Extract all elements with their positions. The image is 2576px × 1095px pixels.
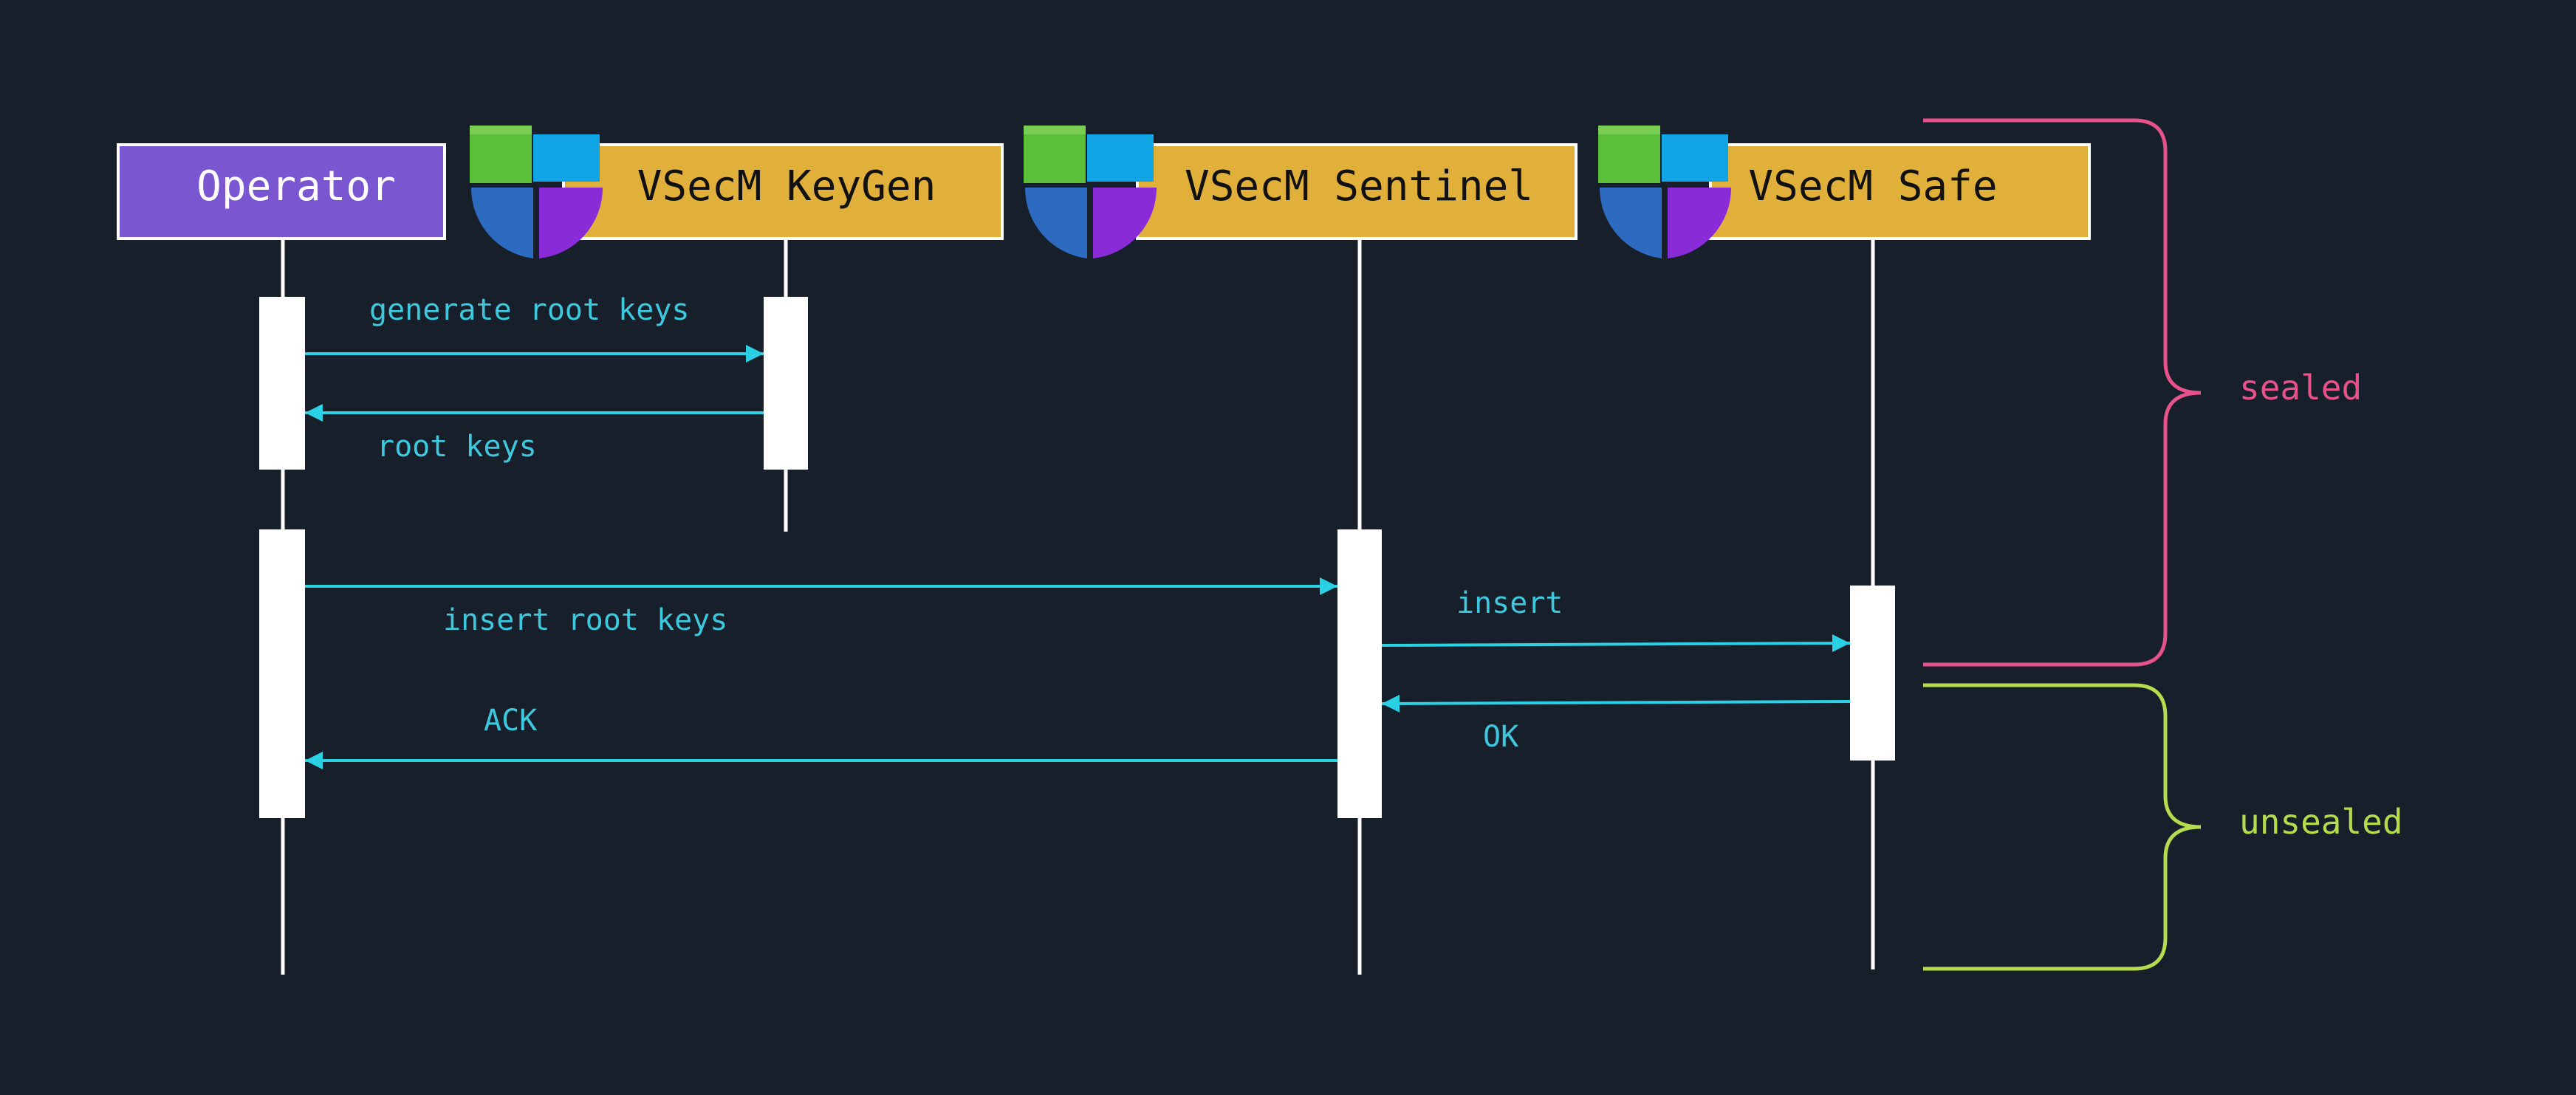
participant-safe: VSecM Safe — [1709, 143, 2091, 240]
vsecm-logo-icon — [1598, 126, 1732, 258]
sealed-brace — [1923, 118, 2202, 667]
message-arrow-ok — [1381, 694, 1851, 713]
message-label-ok: OK — [1483, 720, 1518, 754]
activation-operator-1 — [259, 297, 305, 470]
message-label-ack: ACK — [484, 704, 537, 738]
message-label-insert: insert — [1456, 586, 1563, 620]
participant-keygen-label: VSecM KeyGen — [637, 162, 936, 210]
activation-safe-1 — [1850, 586, 1895, 761]
participant-safe-label: VSecM Safe — [1748, 162, 1997, 210]
sealed-label: sealed — [2239, 368, 2362, 408]
participant-keygen: VSecM KeyGen — [562, 143, 1004, 240]
vsecm-logo-icon — [470, 126, 603, 258]
participant-sentinel: VSecM Sentinel — [1136, 143, 1578, 240]
message-label-root-keys: root keys — [377, 430, 537, 464]
participant-sentinel-label: VSecM Sentinel — [1185, 162, 1533, 210]
message-label-insert-root-keys: insert root keys — [443, 603, 727, 637]
participant-operator-label: Operator — [196, 162, 396, 210]
unsealed-brace — [1923, 683, 2202, 971]
message-arrow-insert — [1381, 634, 1851, 653]
activation-keygen-1 — [764, 297, 808, 470]
vsecm-logo-icon — [1024, 126, 1157, 258]
activation-sentinel-1 — [1337, 529, 1382, 818]
participant-operator: Operator — [117, 143, 446, 240]
activation-operator-2 — [259, 529, 305, 818]
message-label-generate-root-keys: generate root keys — [369, 293, 689, 327]
unsealed-label: unsealed — [2239, 802, 2403, 842]
